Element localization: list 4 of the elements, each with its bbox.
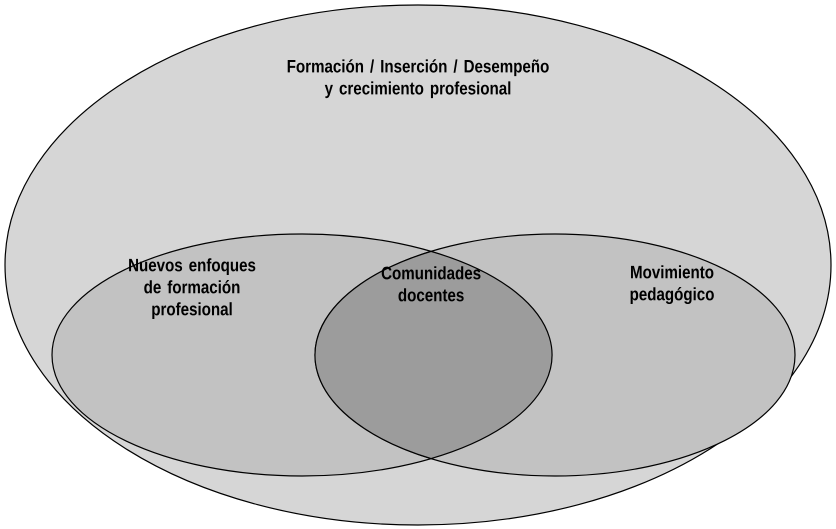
ellipse-label: Nuevos enfoques de formación profesional xyxy=(129,258,256,319)
ellipse-label: Comunidades docentes xyxy=(382,266,480,302)
ellipse-label: Movimiento pedagógico xyxy=(630,265,714,304)
ellipse-label: Formación / Inserción / Desempeño y crecimiento profesional xyxy=(288,59,549,98)
